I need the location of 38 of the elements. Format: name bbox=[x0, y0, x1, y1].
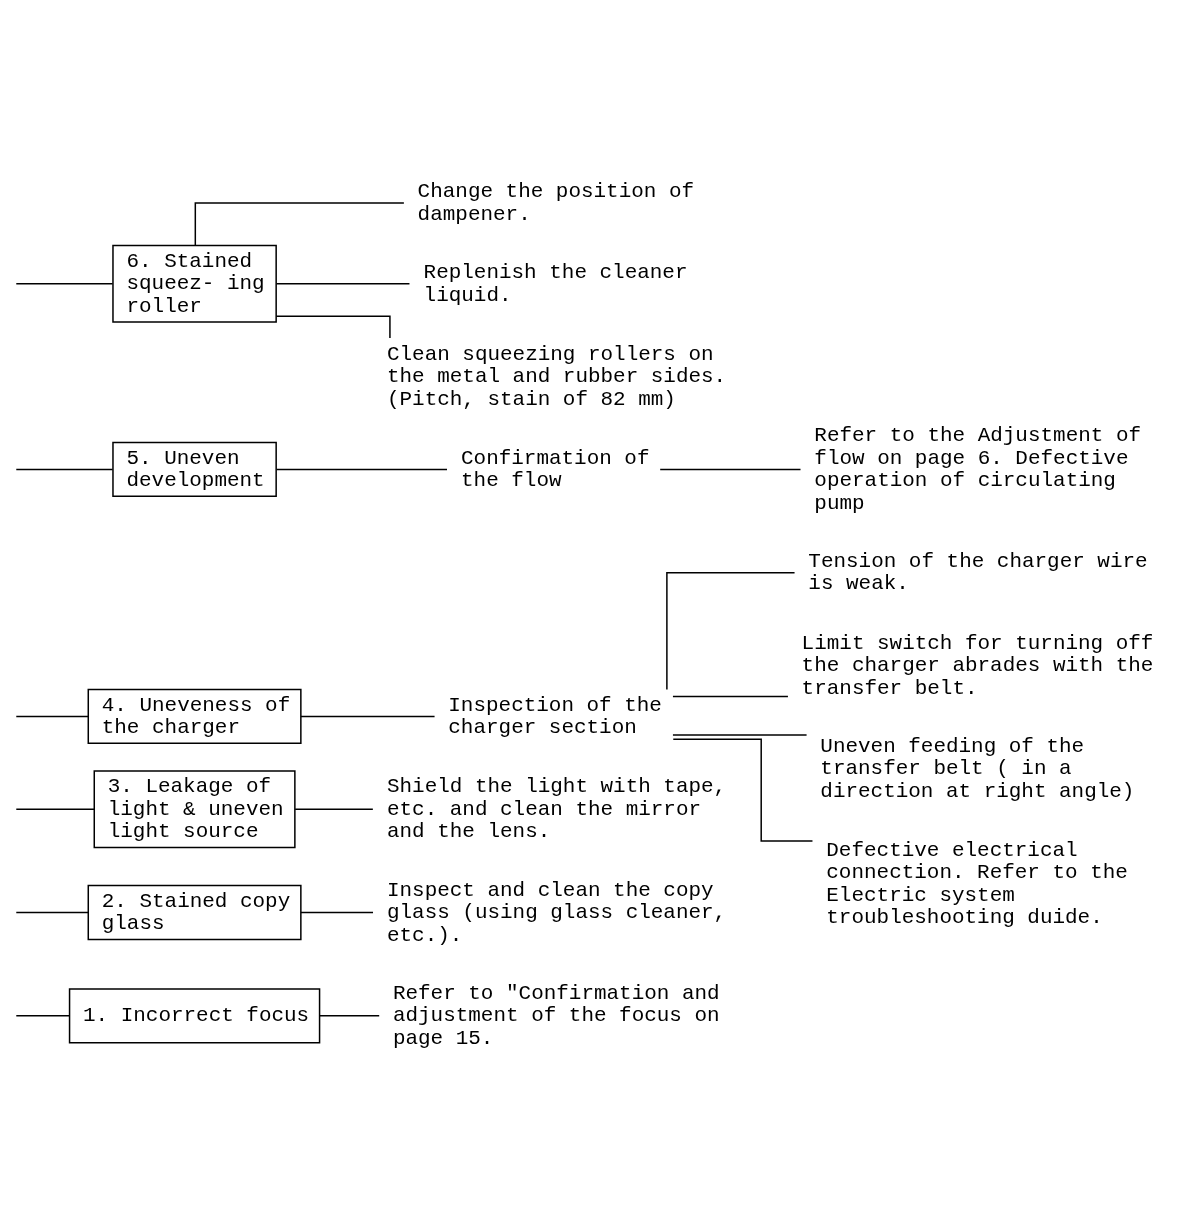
node-text: Change the position of dampener. bbox=[417, 179, 695, 226]
node-text: Replenish the cleaner liquid. bbox=[423, 260, 688, 307]
node-box: 2. Stained copy glass bbox=[87, 884, 302, 940]
node-text: Inspection of the charger section bbox=[448, 693, 662, 739]
node-text: Limit switch for turning off the charger abrades with the transfer belt. bbox=[801, 631, 1154, 700]
connector bbox=[666, 571, 796, 690]
connector bbox=[194, 201, 405, 246]
node-box: 3. Leakage of light & uneven light source bbox=[93, 769, 296, 848]
node-box: 5. Uneven development bbox=[112, 441, 277, 497]
node-text: Confirmation of the flow bbox=[461, 446, 650, 492]
connector bbox=[275, 468, 448, 470]
node-box: 4. Uneveness of the charger bbox=[87, 688, 302, 744]
connector bbox=[659, 468, 802, 470]
node-box: 6. Stained squeez- ing roller bbox=[112, 244, 277, 323]
connector bbox=[15, 911, 89, 913]
connector bbox=[300, 911, 374, 913]
connector bbox=[15, 808, 95, 810]
connector bbox=[15, 282, 114, 285]
node-text: Shield the light with tape, etc. and clean the mirror and the lens. bbox=[386, 774, 727, 843]
connector bbox=[275, 315, 391, 339]
connector bbox=[300, 715, 436, 717]
node-box: 1. Incorrect focus bbox=[68, 987, 321, 1044]
connector bbox=[672, 737, 814, 842]
connector bbox=[15, 715, 89, 717]
connector bbox=[15, 468, 114, 470]
node-text: Uneven feeding of the transfer belt ( in a direction at right angle) bbox=[820, 734, 1135, 803]
connector bbox=[15, 1014, 71, 1017]
connector bbox=[294, 808, 374, 810]
node-text: Refer to "Confirmation and adjustment of the focus on page 15. bbox=[392, 981, 720, 1050]
node-text: Tension of the charger wire is weak. bbox=[808, 549, 1148, 595]
node-text: Refer to the Adjustment of flow on page 6. Defective operation of circulating pump bbox=[814, 423, 1142, 515]
connector bbox=[318, 1014, 380, 1017]
connector bbox=[672, 733, 808, 736]
connector bbox=[275, 282, 411, 285]
node-text: Inspect and clean the copy glass (using glass cleaner, etc.). bbox=[386, 878, 727, 947]
node-text: Clean squeezing rollers on the metal and rubber sides. (Pitch, stain of 82 mm) bbox=[386, 342, 727, 411]
node-text: Defective electrical connection. Refer to the Electric system troubleshooting duide. bbox=[826, 838, 1128, 929]
connector bbox=[672, 695, 789, 697]
